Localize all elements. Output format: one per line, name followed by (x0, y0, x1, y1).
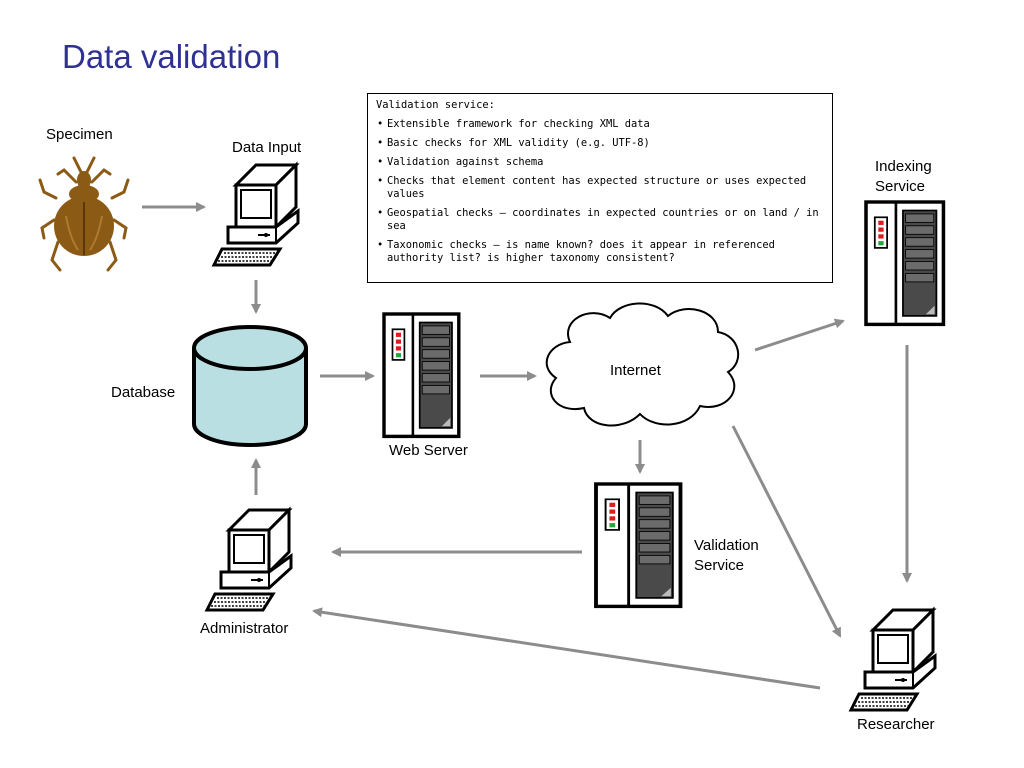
internet-label: Internet (610, 362, 661, 379)
arrow-researcher-to-administrator (312, 607, 821, 690)
researcher-computer-icon (849, 608, 937, 712)
validation-check-item: Basic checks for XML validity (e.g. UTF-… (376, 137, 824, 150)
validation-box-heading: Validation service: (376, 99, 495, 111)
validation-check-item: Validation against schema (376, 156, 824, 169)
validation-service-info-box: Validation service: Extensible framework… (367, 93, 833, 283)
validation-server-icon (594, 482, 683, 609)
administrator-label: Administrator (200, 620, 289, 637)
validation-service-label-line1: Validation (694, 537, 759, 554)
validation-check-list: Extensible framework for checking XML da… (376, 118, 824, 265)
arrow-internet-to-researcher (731, 425, 842, 638)
validation-check-item: Geospatial checks – coordinates in expec… (376, 207, 824, 233)
database-icon (192, 325, 308, 447)
validation-check-item: Checks that element content has expected… (376, 175, 824, 201)
indexing-service-label: Indexing Service (875, 157, 932, 197)
validation-service-label: Validation Service (694, 536, 759, 576)
internet-cloud-icon (545, 302, 740, 427)
administrator-computer-icon (205, 508, 293, 612)
specimen-beetle-icon (38, 156, 130, 272)
researcher-label: Researcher (857, 716, 935, 733)
validation-check-item: Extensible framework for checking XML da… (376, 118, 824, 131)
web-server-label: Web Server (389, 442, 468, 459)
web-server-icon (382, 312, 461, 439)
database-label: Database (111, 384, 176, 401)
indexing-service-label-line2: Service (875, 178, 926, 195)
arrow-internet-to-indexing (754, 318, 845, 352)
validation-service-label-line2: Service (694, 557, 745, 574)
data-input-label: Data Input (232, 139, 302, 156)
validation-check-item: Taxonomic checks – is name known? does i… (376, 239, 824, 265)
data-input-computer-icon (212, 163, 300, 267)
specimen-label: Specimen (46, 126, 113, 143)
indexing-server-icon (864, 200, 946, 327)
indexing-service-label-line1: Indexing (875, 158, 932, 175)
page-title: Data validation (62, 38, 281, 75)
